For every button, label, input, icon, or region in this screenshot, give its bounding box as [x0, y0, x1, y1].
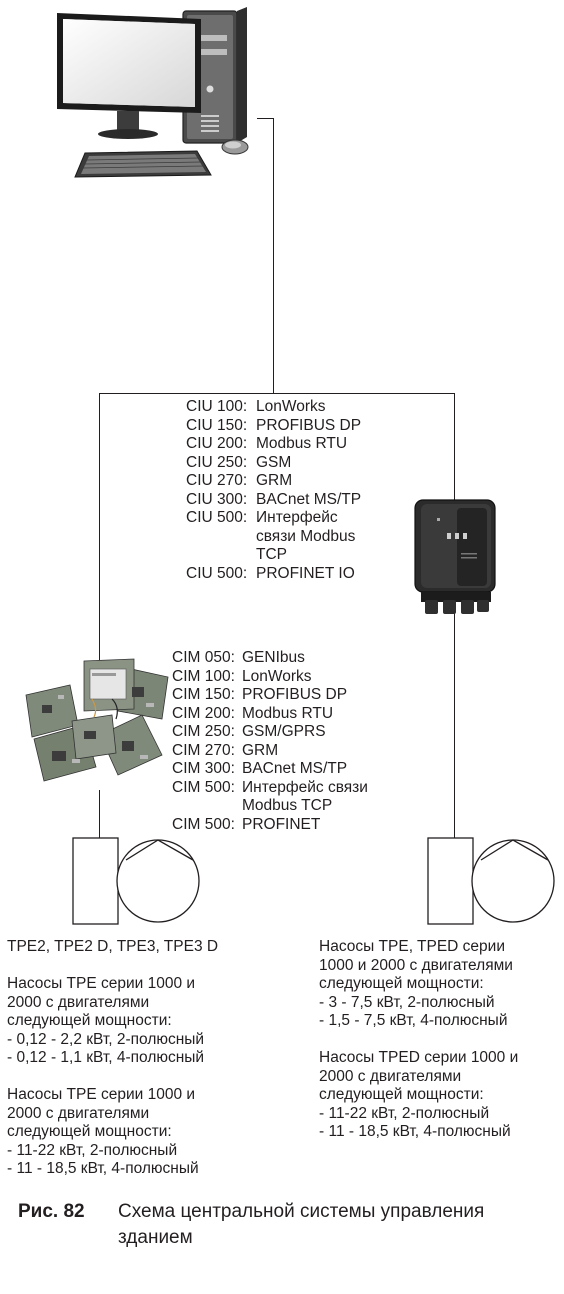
left-pump-description: TPE2, TPE2 D, TPE3, TPE3 D Насосы TPE се… — [7, 938, 218, 1179]
ciu-code: CIU 200: — [186, 435, 256, 454]
ciu-protocol-cont: TCP — [186, 546, 361, 565]
cim-code: CIM 500: — [172, 816, 242, 835]
bus-right-vertical-top — [454, 393, 455, 503]
cim-code: CIM 250: — [172, 723, 242, 742]
cim-row: CIM 050:GENIbus — [172, 649, 368, 668]
cim-row: CIM 270:GRM — [172, 742, 368, 761]
right-pump-group1-line: Насосы TPE, TPED серии — [319, 938, 518, 957]
cim-list: CIM 050:GENIbus CIM 100:LonWorks CIM 150… — [172, 649, 368, 834]
ciu-protocol: GSM — [256, 454, 291, 471]
ciu-protocol: PROFIBUS DP — [256, 417, 361, 434]
cim-code: CIM 500: — [172, 779, 242, 798]
cim-protocol: PROFINET — [242, 816, 320, 833]
ciu-protocol: LonWorks — [256, 398, 326, 415]
left-pump-group1-line: следующей мощности: — [7, 1012, 218, 1031]
left-pump-group2-line: - 11 - 18,5 кВт, 4-полюсный — [7, 1160, 218, 1179]
ciu-row: CIU 100:LonWorks — [186, 398, 361, 417]
left-pump-group1-line: 2000 с двигателями — [7, 994, 218, 1013]
right-pump-group1-line: - 1,5 - 7,5 кВт, 4-полюсный — [319, 1012, 518, 1031]
right-pump-group2-line: Насосы TPED серии 1000 и — [319, 1049, 518, 1068]
cim-protocol: GSM/GPRS — [242, 723, 326, 740]
right-pump-group2-line: 2000 с двигателями — [319, 1068, 518, 1087]
left-pump-group2-line: следующей мощности: — [7, 1123, 218, 1142]
left-pump-group2-line: Насосы TPE серии 1000 и — [7, 1086, 218, 1105]
ciu-protocol-cont: связи Modbus — [186, 528, 361, 547]
cim-code: CIM 200: — [172, 705, 242, 724]
cim-row: CIM 500:Интерфейс связи — [172, 779, 368, 798]
right-pump-group1-line: - 3 - 7,5 кВт, 2-полюсный — [319, 994, 518, 1013]
cim-code: CIM 100: — [172, 668, 242, 687]
pump-symbol-left — [72, 836, 202, 926]
cim-code: CIM 270: — [172, 742, 242, 761]
ciu-code: CIU 300: — [186, 491, 256, 510]
ciu-row: CIU 250:GSM — [186, 454, 361, 473]
ciu-code: CIU 100: — [186, 398, 256, 417]
cim-code: CIM 300: — [172, 760, 242, 779]
cim-protocol: Modbus RTU — [242, 705, 333, 722]
left-pump-group2-line: - 11-22 кВт, 2-полюсный — [7, 1142, 218, 1161]
ciu-row: CIU 200:Modbus RTU — [186, 435, 361, 454]
figure-number: Рис. 82 — [18, 1199, 85, 1225]
right-pump-description: Насосы TPE, TPED серии 1000 и 2000 с дви… — [319, 938, 518, 1142]
ciu-row: CIU 150:PROFIBUS DP — [186, 417, 361, 436]
bus-left-vertical-top — [99, 393, 100, 683]
left-pump-group2-line: 2000 с двигателями — [7, 1105, 218, 1124]
cim-protocol: PROFIBUS DP — [242, 686, 347, 703]
cim-row: CIM 500:PROFINET — [172, 816, 368, 835]
cim-protocol-cont: Modbus TCP — [172, 797, 368, 816]
desktop-computer-icon — [55, 5, 265, 183]
ciu-code: CIU 500: — [186, 565, 256, 584]
cim-row: CIM 100:LonWorks — [172, 668, 368, 687]
right-pump-group2-line: следующей мощности: — [319, 1086, 518, 1105]
ciu-protocol: GRM — [256, 472, 292, 489]
left-pump-group1-line: - 0,12 - 2,2 кВт, 2-полюсный — [7, 1031, 218, 1050]
bus-horizontal — [99, 393, 455, 394]
ciu-protocol: BACnet MS/TP — [256, 491, 361, 508]
cim-modules-icon — [22, 655, 174, 785]
right-pump-group1-line: следующей мощности: — [319, 975, 518, 994]
ciu-code: CIU 150: — [186, 417, 256, 436]
cim-code: CIM 150: — [172, 686, 242, 705]
ciu-row: CIU 270:GRM — [186, 472, 361, 491]
ciu-protocol: PROFINET IO — [256, 565, 355, 582]
ciu-code: CIU 250: — [186, 454, 256, 473]
figure-title: Схема центральной системы управления зда… — [118, 1199, 498, 1251]
bus-right-vertical-bottom — [454, 608, 455, 838]
right-pump-group2-line: - 11 - 18,5 кВт, 4-полюсный — [319, 1123, 518, 1142]
cim-code: CIM 050: — [172, 649, 242, 668]
left-pump-group1-line: - 0,12 - 1,1 кВт, 4-полюсный — [7, 1049, 218, 1068]
bus-left-vertical-bottom — [99, 790, 100, 838]
ciu-row: CIU 500:PROFINET IO — [186, 565, 361, 584]
cim-row: CIM 300:BACnet MS/TP — [172, 760, 368, 779]
ciu-row: CIU 300:BACnet MS/TP — [186, 491, 361, 510]
left-pump-group1-line: Насосы TPE серии 1000 и — [7, 975, 218, 994]
cim-row: CIM 250:GSM/GPRS — [172, 723, 368, 742]
right-pump-group2-line: - 11-22 кВт, 2-полюсный — [319, 1105, 518, 1124]
ciu-protocol: Интерфейс — [256, 509, 338, 526]
ciu-row: CIU 500:Интерфейс — [186, 509, 361, 528]
right-pump-group1-line: 1000 и 2000 с двигателями — [319, 957, 518, 976]
ciu-module-icon — [407, 498, 503, 616]
ciu-code: CIU 270: — [186, 472, 256, 491]
ciu-protocol: Modbus RTU — [256, 435, 347, 452]
pump-symbol-right — [427, 836, 557, 926]
cim-protocol: GENIbus — [242, 649, 305, 666]
cim-row: CIM 200:Modbus RTU — [172, 705, 368, 724]
left-pump-title: TPE2, TPE2 D, TPE3, TPE3 D — [7, 938, 218, 957]
cim-row: CIM 150:PROFIBUS DP — [172, 686, 368, 705]
cim-protocol: LonWorks — [242, 668, 312, 685]
cim-protocol: GRM — [242, 742, 278, 759]
ciu-code: CIU 500: — [186, 509, 256, 528]
link-pc-vertical — [273, 118, 274, 394]
cim-protocol: Интерфейс связи — [242, 779, 368, 796]
ciu-list: CIU 100:LonWorks CIU 150:PROFIBUS DP CIU… — [186, 398, 361, 583]
cim-protocol: BACnet MS/TP — [242, 760, 347, 777]
